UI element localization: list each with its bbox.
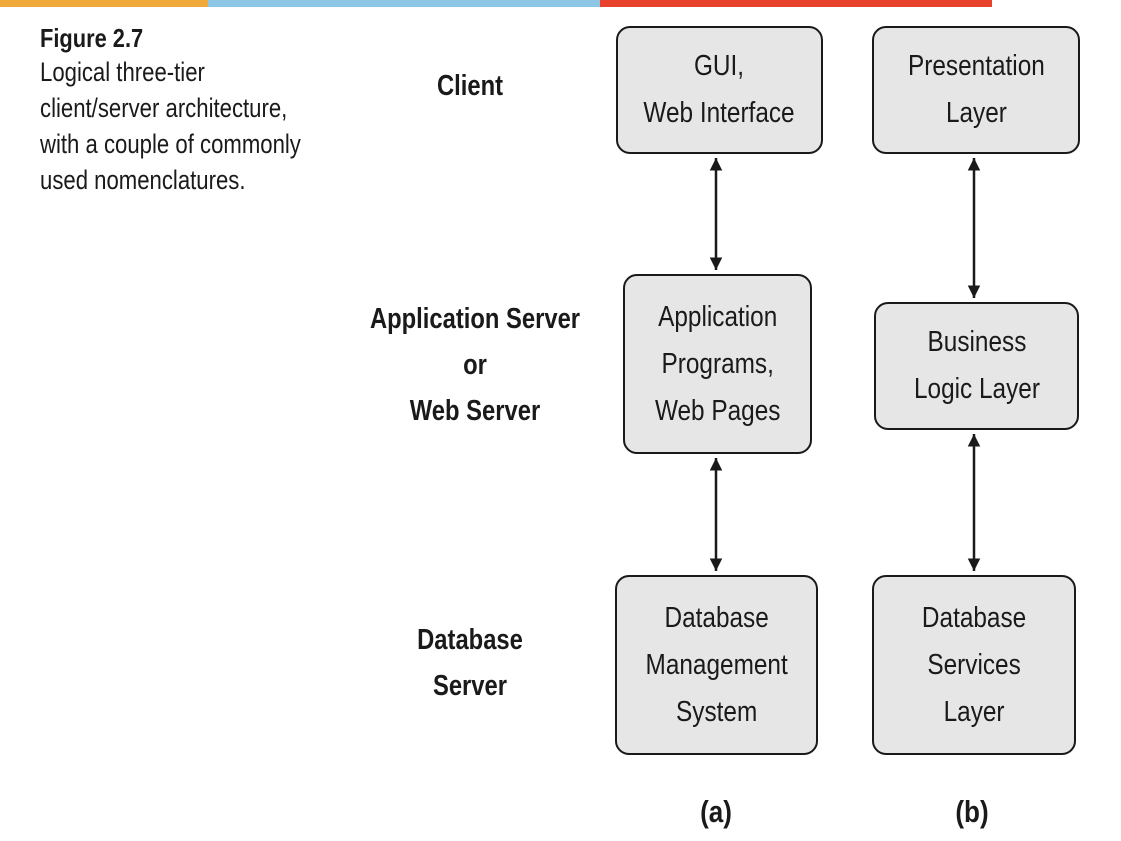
box-b-database-text: Database Services Layer [921, 601, 1027, 728]
box-b-application-text: Business Logic Layer [913, 326, 1040, 405]
column-label-a: (a) [700, 794, 732, 829]
top-bar-red [600, 0, 992, 7]
top-bar-orange [0, 0, 208, 7]
column-label-b: (b) [955, 794, 989, 829]
box-b-database: Database Services Layer [872, 575, 1076, 755]
box-a-database-text: Database Management System [645, 601, 788, 728]
box-a-application-text: Application Programs, Web Pages [654, 300, 781, 427]
box-b-application: Business Logic Layer [874, 302, 1079, 430]
tier-label-client: Client [436, 70, 504, 102]
figure-label: Figure 2.7 [40, 23, 144, 53]
box-b-client: Presentation Layer [872, 26, 1080, 154]
tier-label-database: Database Server [417, 624, 523, 702]
tier-label-application: Application Server or Web Server [369, 303, 581, 427]
box-a-database: Database Management System [615, 575, 818, 755]
box-b-client-text: Presentation Layer [907, 50, 1045, 129]
box-a-client-text: GUI, Web Interface [643, 50, 796, 129]
figure-description: Logical three-tier client/server archite… [40, 57, 301, 195]
figure-caption: Figure 2.7 Logical three-tier client/ser… [40, 22, 380, 198]
top-bar-blue [208, 0, 600, 7]
box-a-client: GUI, Web Interface [616, 26, 823, 154]
box-a-application: Application Programs, Web Pages [623, 274, 812, 454]
